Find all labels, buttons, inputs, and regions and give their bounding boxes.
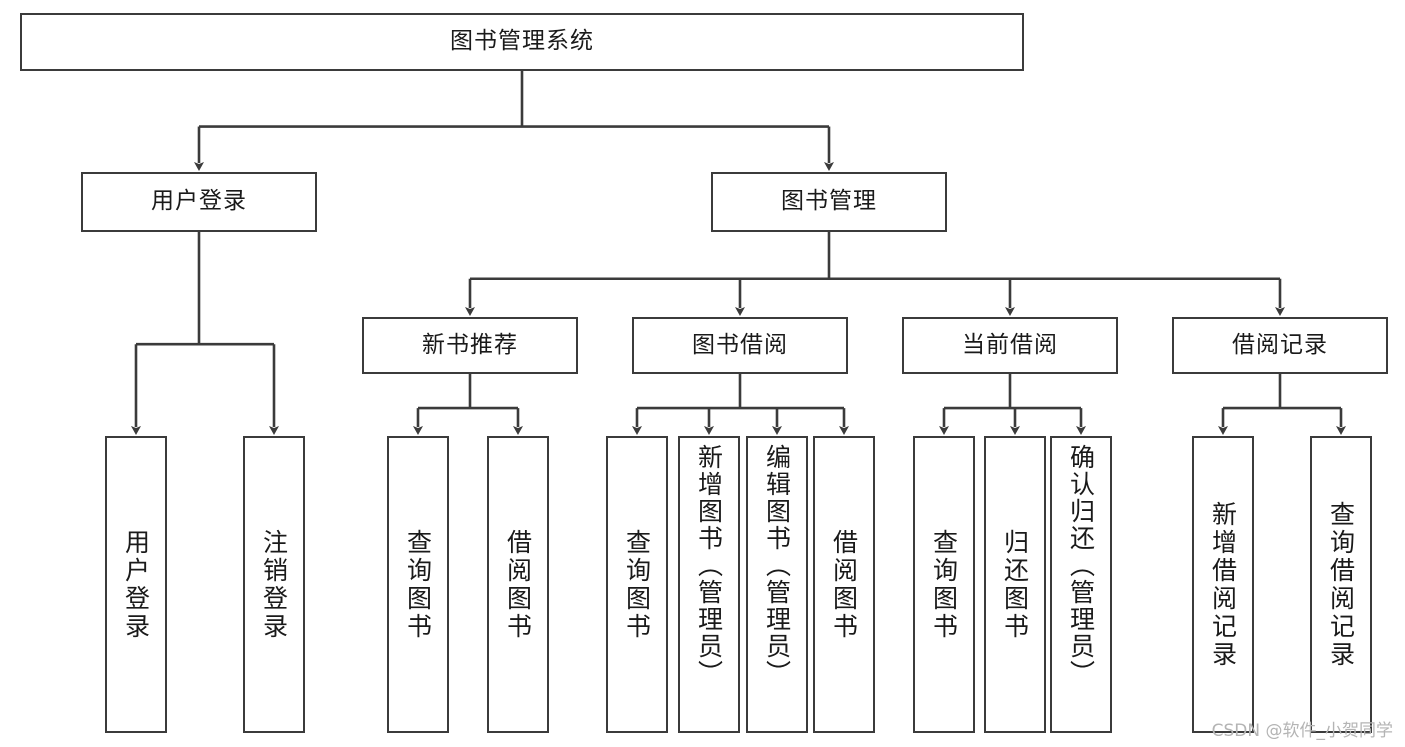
node-leaf-leaf-return-book[interactable]: 归还图书 <box>984 436 1046 733</box>
node-label: 注销登录 <box>259 528 289 641</box>
node-l3-book-borrow[interactable]: 图书借阅 <box>632 317 848 374</box>
node-label: 借阅记录 <box>1232 331 1328 358</box>
node-l3-borrow-record[interactable]: 借阅记录 <box>1172 317 1388 374</box>
node-label: 查询图书 <box>622 528 652 641</box>
node-label: 编辑图书（管理员） <box>762 444 792 687</box>
node-leaf-leaf-borrow-book-2[interactable]: 借阅图书 <box>813 436 875 733</box>
node-leaf-leaf-query-record[interactable]: 查询借阅记录 <box>1310 436 1372 733</box>
node-leaf-leaf-add-record[interactable]: 新增借阅记录 <box>1192 436 1254 733</box>
node-leaf-leaf-confirm-return[interactable]: 确认归还（管理员） <box>1050 436 1112 733</box>
node-leaf-leaf-logout-login[interactable]: 注销登录 <box>243 436 305 733</box>
node-label: 借阅图书 <box>503 528 533 641</box>
node-label: 借阅图书 <box>829 528 859 641</box>
node-label: 确认归还（管理员） <box>1066 444 1096 687</box>
node-leaf-leaf-query-book-3[interactable]: 查询图书 <box>913 436 975 733</box>
node-root-root[interactable]: 图书管理系统 <box>20 13 1024 71</box>
node-label: 用户登录 <box>151 188 247 215</box>
node-leaf-leaf-user-login[interactable]: 用户登录 <box>105 436 167 733</box>
node-label: 查询借阅记录 <box>1326 500 1356 669</box>
node-leaf-leaf-add-book[interactable]: 新增图书（管理员） <box>678 436 740 733</box>
node-label: 查询图书 <box>403 528 433 641</box>
node-l3-new-book-recommend[interactable]: 新书推荐 <box>362 317 578 374</box>
node-label: 归还图书 <box>1000 528 1030 641</box>
node-leaf-leaf-edit-book[interactable]: 编辑图书（管理员） <box>746 436 808 733</box>
node-label: 用户登录 <box>121 528 151 641</box>
node-label: 图书管理系统 <box>450 28 594 55</box>
node-label: 新增借阅记录 <box>1208 500 1238 669</box>
node-leaf-leaf-query-book-1[interactable]: 查询图书 <box>387 436 449 733</box>
node-label: 查询图书 <box>929 528 959 641</box>
node-l3-current-borrow[interactable]: 当前借阅 <box>902 317 1118 374</box>
node-leaf-leaf-query-book-2[interactable]: 查询图书 <box>606 436 668 733</box>
node-l2-user-login[interactable]: 用户登录 <box>81 172 317 232</box>
node-label: 新增图书（管理员） <box>694 444 724 687</box>
node-label: 新书推荐 <box>422 331 518 358</box>
node-label: 图书管理 <box>781 188 877 215</box>
node-label: 当前借阅 <box>962 331 1058 358</box>
node-l2-book-manage[interactable]: 图书管理 <box>711 172 947 232</box>
node-label: 图书借阅 <box>692 331 788 358</box>
node-leaf-leaf-borrow-book-1[interactable]: 借阅图书 <box>487 436 549 733</box>
